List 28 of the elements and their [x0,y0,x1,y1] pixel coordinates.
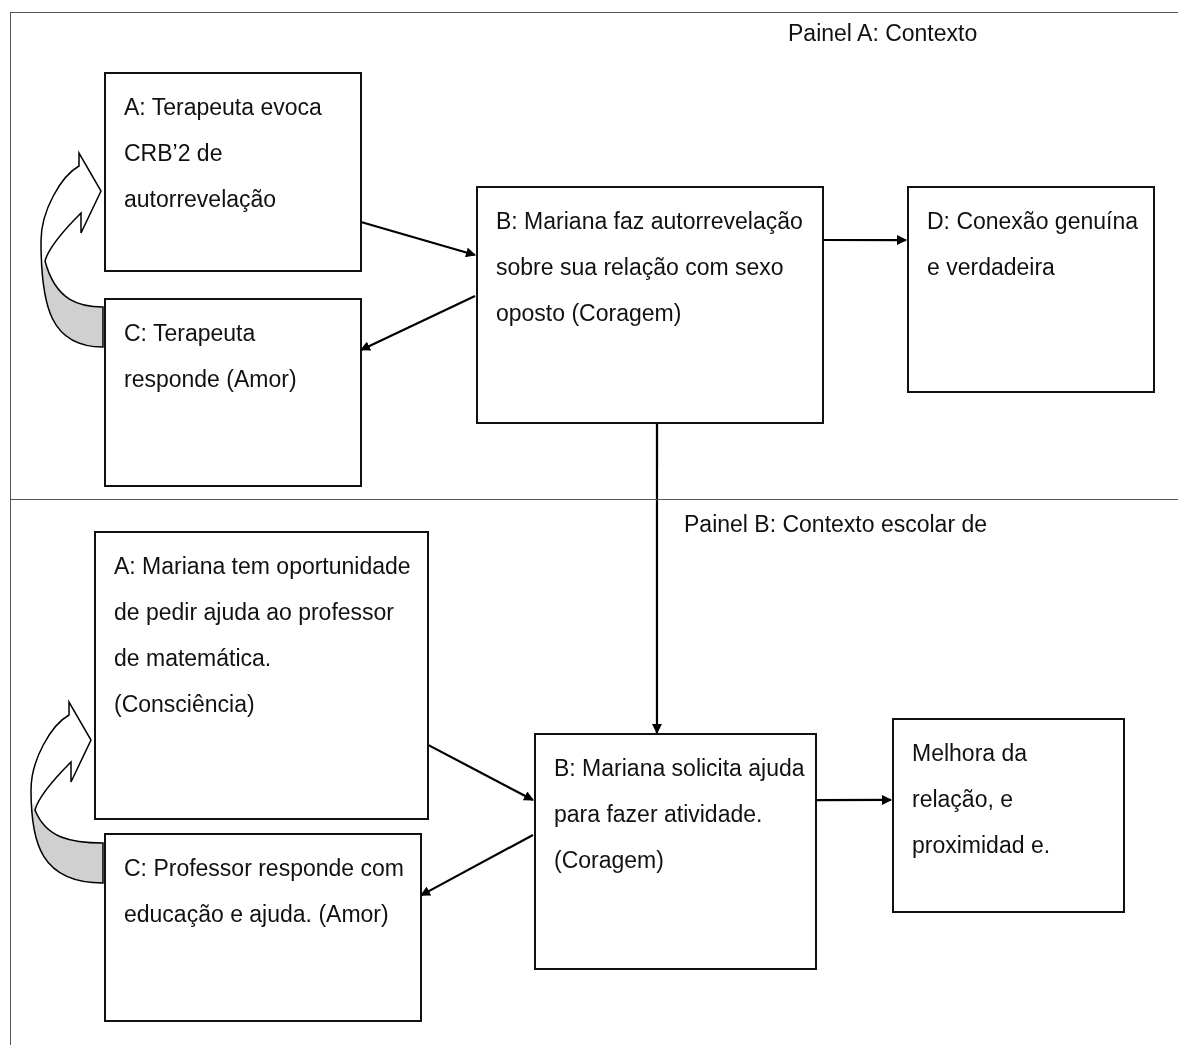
process-box [94,531,429,820]
arrow [420,833,534,897]
process-box [104,72,362,272]
box-text: C: Terapeuta responde (Amor) [124,319,298,394]
panel-title: Painel B: Contexto escolar de [684,510,987,538]
process-box [476,186,824,424]
arrow [360,220,476,258]
process-box [534,733,817,970]
arrow [823,235,907,246]
box-text: B: Mariana solicita ajuda para fazer atividade. (Coragem) [554,754,805,875]
box-text: C: Professor responde com educação e ajuda. (Amor) [124,854,405,929]
arrow [651,423,662,734]
process-box [892,718,1125,913]
box-text: A: Mariana tem oportunidade de pedir ajuda ao professor de matemática. (Consciência) [114,552,412,719]
process-box [907,186,1155,393]
process-box [104,298,362,487]
panel-title: Painel A: Contexto [788,19,978,47]
curved-block-arrow [30,701,104,884]
box-text: B: Mariana faz autorrevelação sobre sua relação com sexo oposto (Coragem) [496,207,804,328]
arrow [360,294,476,351]
arrow [816,794,892,805]
process-box [104,833,422,1022]
panel-frame [10,12,1178,500]
box-text: A: Terapeuta evoca CRB’2 de autorrevelação [124,93,323,214]
box-text: Melhora da relação, e proximidad e. [912,739,1052,860]
curved-block-arrow [40,152,104,348]
box-text: D: Conexão genuína e verdadeira [927,207,1139,282]
arrow [427,743,534,802]
